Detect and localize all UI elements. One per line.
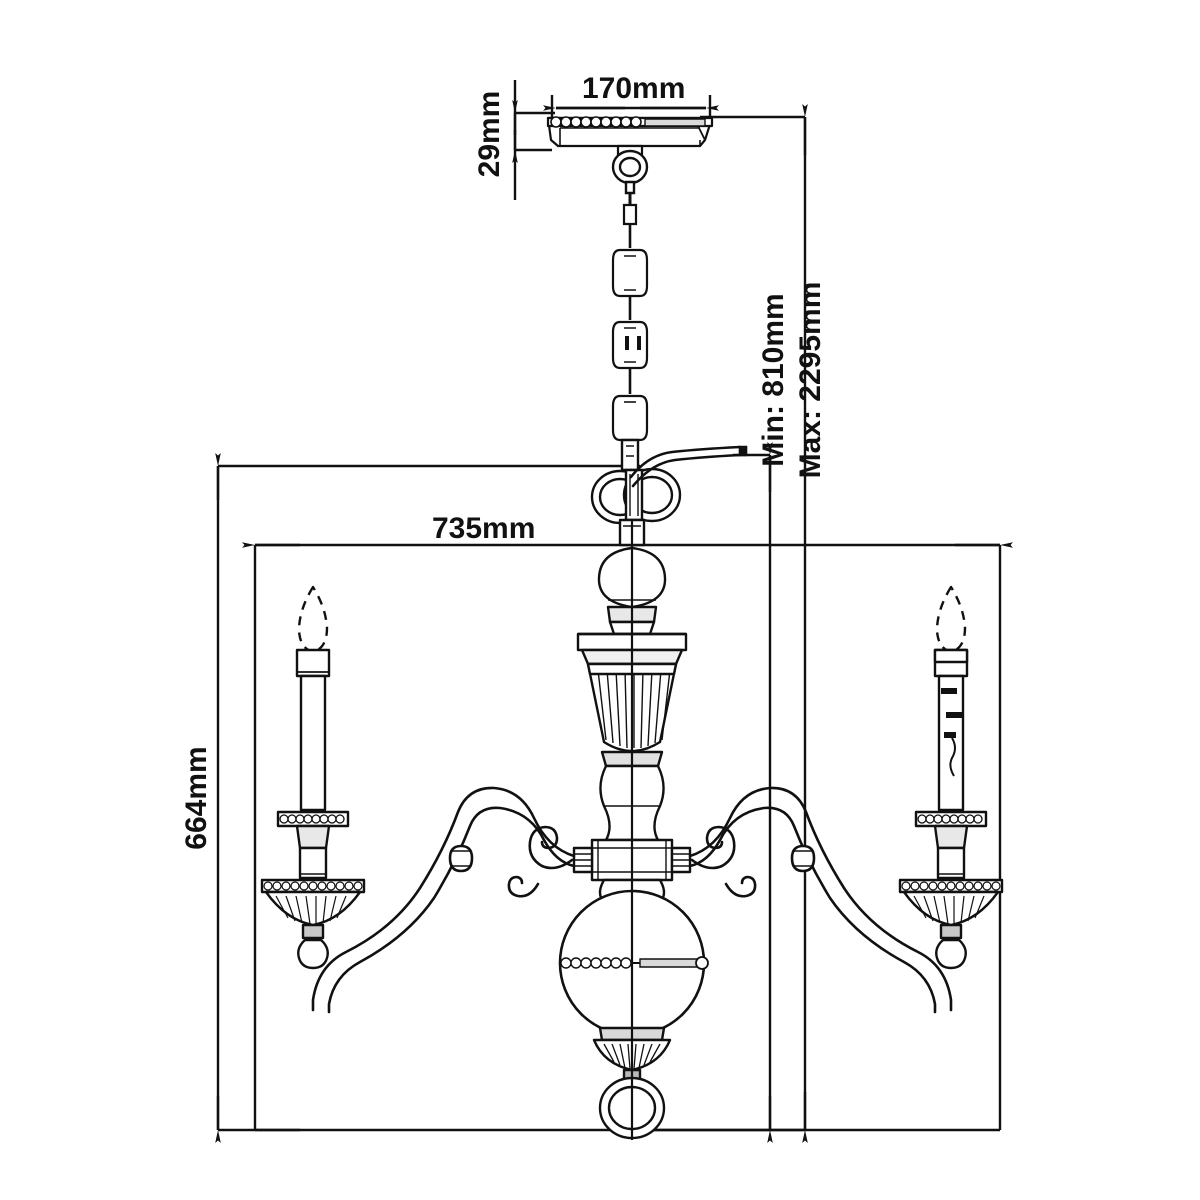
bobeche-beading-right xyxy=(917,814,983,824)
ceiling-hook-assembly xyxy=(590,438,682,525)
power-cable xyxy=(629,445,748,488)
dim-label-170mm: 170mm xyxy=(582,72,685,105)
dim-label-664mm: 664mm xyxy=(180,746,213,849)
urn-fluting xyxy=(597,669,671,749)
suspension-loop xyxy=(611,149,649,195)
drip-pan-beading-left xyxy=(263,881,363,891)
drip-pan-beading-right xyxy=(901,881,1001,891)
dim-label-max-drop: Max: 2295mm xyxy=(794,282,827,479)
arm-right xyxy=(688,786,953,1014)
plate-beading xyxy=(550,116,642,128)
suspension-chain xyxy=(611,193,649,442)
central-body xyxy=(572,518,692,916)
dim-label-29mm: 29mm xyxy=(473,91,506,178)
arm-left xyxy=(311,786,576,1014)
bobeche-beading-left xyxy=(279,814,345,824)
candle-left xyxy=(260,585,366,970)
candle-right xyxy=(898,585,1004,970)
dim-label-min-drop: Min: 810mm xyxy=(757,293,790,466)
dimension-arrows xyxy=(215,100,1013,1143)
dim-label-735mm: 735mm xyxy=(432,512,535,545)
